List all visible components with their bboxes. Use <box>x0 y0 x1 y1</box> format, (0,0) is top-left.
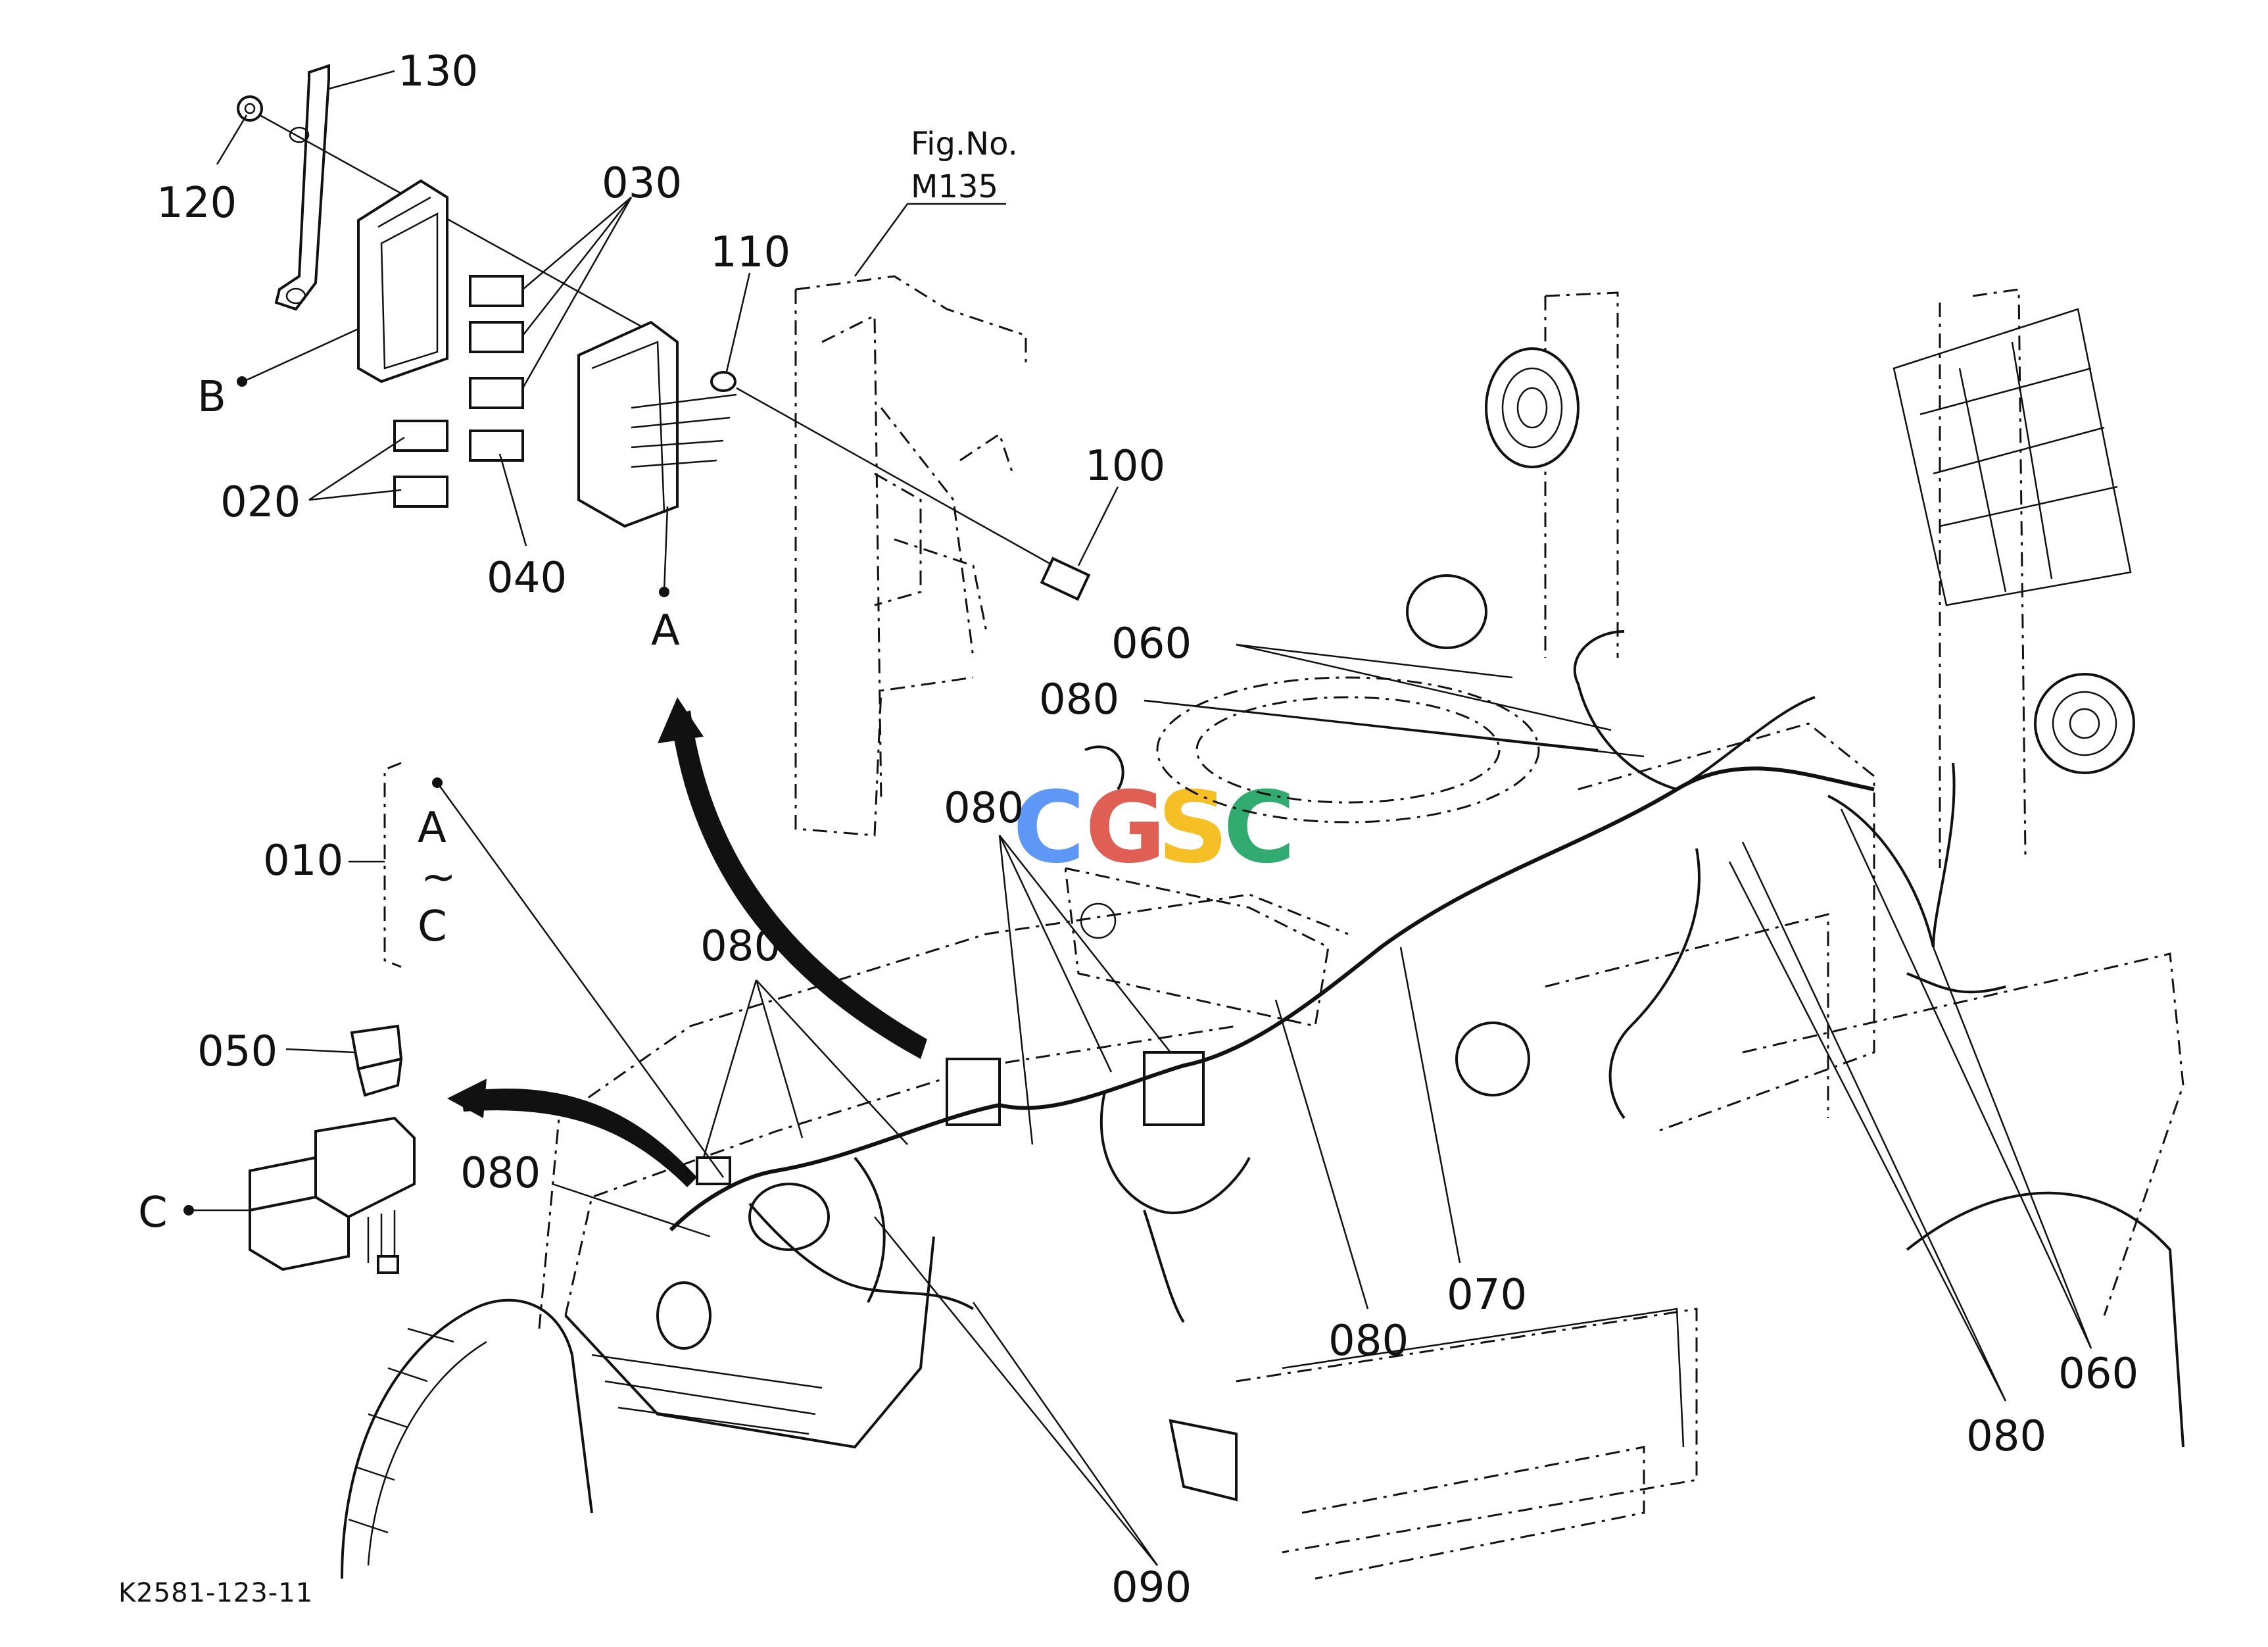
fuel-cap <box>1406 574 1487 649</box>
callout-090: 090 <box>1111 1563 1192 1612</box>
fuse-set <box>393 275 524 508</box>
fuse-020-a <box>393 420 448 452</box>
callout-060-top: 060 <box>1111 620 1192 668</box>
starter <box>656 1281 712 1350</box>
fuse-020-b <box>393 476 448 508</box>
group-bracket <box>383 762 402 968</box>
drawing-code: K2581-123-11 <box>118 1578 313 1608</box>
group-range-start: A <box>418 804 446 852</box>
arrow-a-head <box>658 697 704 743</box>
callout-100: 100 <box>1085 442 1165 491</box>
rear-light-left <box>1485 347 1580 468</box>
wiring-harness <box>669 630 2006 1323</box>
fuse-030-c <box>469 377 524 409</box>
alternator <box>748 1183 830 1251</box>
callout-040: 040 <box>487 554 567 602</box>
watermark-letter-2: G <box>1085 771 1166 885</box>
callout-080-top: 080 <box>1039 676 1119 724</box>
callout-080-bottom: 080 <box>1328 1317 1409 1365</box>
relay-installed <box>946 1058 1001 1126</box>
rear-light-right <box>2034 673 2135 774</box>
bolt-shape <box>1040 556 1091 601</box>
fusebox-exploded-view <box>237 64 1091 601</box>
watermark-letter-4: C <box>1223 771 1295 885</box>
callout-130: 130 <box>398 47 478 96</box>
assembly-arrows <box>447 697 927 1187</box>
frame-panel <box>794 275 1027 837</box>
sub-assembly-b: B <box>197 373 226 422</box>
callout-080-right: 080 <box>1966 1412 2046 1461</box>
figure-ref-line2: M135 <box>911 168 998 205</box>
callout-110: 110 <box>710 228 790 277</box>
callout-060-right: 060 <box>2058 1350 2138 1398</box>
callout-080-engine: 080 <box>460 1149 541 1198</box>
labels: Fig.No. M135 130 120 030 110 100 020 040… <box>118 47 2138 1612</box>
callout-010: 010 <box>263 837 343 885</box>
watermark-letter-3: S <box>1157 771 1228 885</box>
group-bracket-line <box>383 762 402 968</box>
callout-080-mid: 080 <box>944 784 1024 833</box>
washer-shape <box>710 371 736 392</box>
nut-shape <box>237 95 263 122</box>
bracket-shape <box>274 64 330 311</box>
tractor-body <box>341 288 2184 1580</box>
callout-070: 070 <box>1447 1271 1527 1319</box>
group-range-end: C <box>418 902 447 951</box>
fuse-030-a <box>469 275 524 307</box>
engine-connector <box>696 1156 731 1185</box>
watermark: C G S C <box>1013 771 1295 885</box>
leader-lines <box>183 70 2092 1566</box>
sub-assembly-a: A <box>651 606 680 655</box>
arrow-c-head <box>447 1079 487 1118</box>
callout-030: 030 <box>602 159 682 208</box>
group-range-separator: ~ <box>421 853 456 902</box>
callout-050: 050 <box>197 1027 277 1076</box>
arrow-a-body <box>671 710 927 1059</box>
relay-block-shape <box>577 320 679 528</box>
callout-120: 120 <box>157 179 237 228</box>
callout-080-left: 080 <box>700 922 781 971</box>
box-c-upper <box>314 1116 416 1219</box>
sub-assembly-c: C <box>138 1189 168 1237</box>
fuse-030-b <box>469 321 524 353</box>
callout-020: 020 <box>220 478 301 527</box>
relay-box-c <box>249 1024 416 1274</box>
figure-ref-line1: Fig.No. <box>911 126 1018 162</box>
fusebox-housing-shape <box>357 179 448 383</box>
fuse-040 <box>469 430 524 462</box>
gauge <box>1455 1021 1530 1096</box>
